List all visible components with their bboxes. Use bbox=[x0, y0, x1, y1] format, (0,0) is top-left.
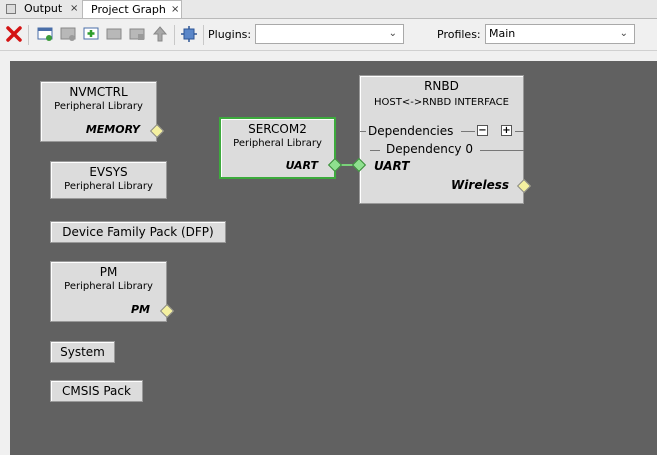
node-title: Device Family Pack (DFP) bbox=[62, 225, 214, 239]
node-title: PM bbox=[99, 265, 118, 279]
remove-dependency-button[interactable]: − bbox=[477, 125, 488, 136]
node-system[interactable]: System bbox=[50, 341, 115, 363]
profiles-select-value: Main bbox=[489, 27, 516, 40]
capability-label: Wireless bbox=[451, 178, 509, 192]
divider bbox=[515, 131, 524, 132]
profiles-select[interactable]: Main ⌄ bbox=[485, 24, 635, 44]
ungroup-icon[interactable] bbox=[128, 25, 146, 43]
node-subtitle: HOST<->RNBD INTERFACE bbox=[374, 97, 509, 108]
node-title: EVSYS bbox=[89, 165, 128, 179]
node-title: System bbox=[60, 345, 105, 359]
tab-project-graph-label: Project Graph bbox=[91, 3, 166, 16]
node-cmsis-pack[interactable]: CMSIS Pack bbox=[50, 380, 143, 402]
dependencies-label: Dependencies bbox=[368, 124, 454, 138]
capability-connector[interactable] bbox=[149, 123, 165, 139]
add-dependency-button[interactable]: + bbox=[501, 125, 512, 136]
connection-line bbox=[336, 164, 359, 166]
divider bbox=[480, 150, 524, 151]
node-rnbd[interactable]: RNBD HOST<->RNBD INTERFACE Dependencies … bbox=[359, 75, 532, 204]
toolbar: Plugins: ⌄ Profiles: Main ⌄ bbox=[0, 19, 657, 51]
chevron-down-icon: ⌄ bbox=[619, 28, 628, 39]
plugins-label: Plugins: bbox=[208, 28, 252, 41]
tab-bar: Output × Project Graph × bbox=[0, 0, 657, 19]
toolbar-separator bbox=[203, 25, 204, 45]
node-title: NVMCTRL bbox=[69, 85, 128, 99]
divider bbox=[461, 131, 475, 132]
node-subtitle: Peripheral Library bbox=[64, 181, 153, 192]
divider bbox=[360, 131, 366, 132]
toolbar-separator bbox=[174, 25, 175, 45]
capability-label: PM bbox=[130, 303, 150, 316]
node-sercom2[interactable]: SERCOM2 Peripheral Library UART bbox=[219, 117, 336, 179]
divider bbox=[370, 150, 380, 151]
close-icon[interactable]: × bbox=[70, 3, 79, 14]
dependency-0-label: Dependency 0 bbox=[386, 142, 473, 156]
output-icon bbox=[6, 4, 16, 14]
node-dfp[interactable]: Device Family Pack (DFP) bbox=[50, 221, 226, 243]
remove-icon[interactable] bbox=[5, 25, 23, 43]
node-title: CMSIS Pack bbox=[62, 384, 131, 398]
capability-label: UART bbox=[285, 159, 318, 172]
chevron-down-icon: ⌄ bbox=[388, 28, 397, 39]
project-graph-canvas[interactable]: NVMCTRL Peripheral Library MEMORY EVSYS … bbox=[10, 61, 657, 455]
auto-layout-icon[interactable] bbox=[180, 25, 198, 43]
arrow-up-icon[interactable] bbox=[151, 25, 169, 43]
window-icon[interactable] bbox=[59, 25, 77, 43]
toolbar-separator bbox=[28, 25, 29, 45]
new-window-icon[interactable] bbox=[36, 25, 54, 43]
node-evsys[interactable]: EVSYS Peripheral Library bbox=[50, 161, 167, 199]
capability-label: MEMORY bbox=[85, 123, 140, 136]
dependency-uart-label: UART bbox=[374, 159, 410, 173]
close-icon[interactable]: × bbox=[171, 4, 180, 15]
node-subtitle: Peripheral Library bbox=[233, 138, 322, 149]
capability-connector[interactable] bbox=[516, 178, 532, 194]
node-pm[interactable]: PM Peripheral Library PM bbox=[50, 261, 175, 322]
profiles-label: Profiles: bbox=[437, 28, 481, 41]
add-component-icon[interactable] bbox=[82, 25, 100, 43]
plugins-select[interactable]: ⌄ bbox=[255, 24, 404, 44]
node-subtitle: Peripheral Library bbox=[54, 101, 143, 112]
tab-output-label: Output bbox=[24, 2, 63, 15]
node-title: SERCOM2 bbox=[248, 122, 307, 136]
node-nvmctrl[interactable]: NVMCTRL Peripheral Library MEMORY bbox=[40, 81, 165, 142]
tab-output[interactable]: Output × bbox=[2, 1, 80, 17]
node-subtitle: Peripheral Library bbox=[64, 281, 153, 292]
tab-project-graph[interactable]: Project Graph × bbox=[82, 0, 182, 18]
group-icon[interactable] bbox=[105, 25, 123, 43]
node-title: RNBD bbox=[424, 79, 459, 93]
capability-connector[interactable] bbox=[159, 303, 175, 319]
